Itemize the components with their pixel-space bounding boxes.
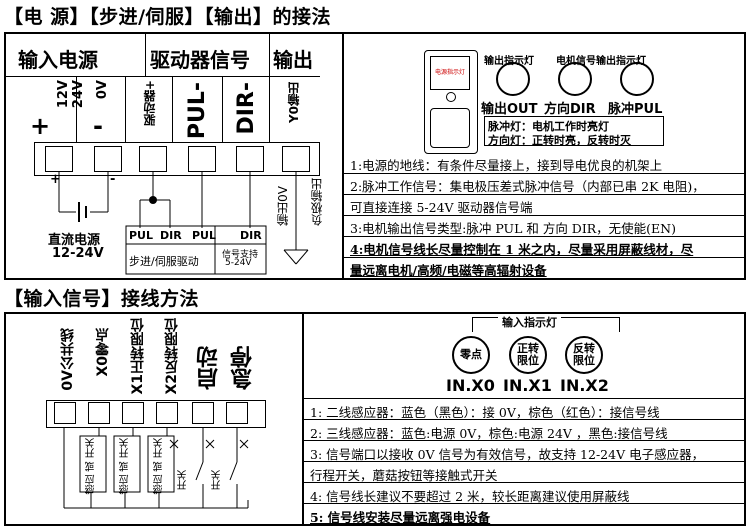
dir-led-icon [558,62,592,96]
dc-minus-sign: - [110,172,116,187]
terminal-x0 [88,402,110,424]
driver-header: 驱动器信号 [150,48,250,72]
pulse-legend: 脉冲灯：电机工作时亮灯 [488,120,609,133]
input-indicator-title: 输入指示灯 [498,314,561,330]
note-1-3: 可直接连接 5-24V 驱动器信号端 [350,200,533,215]
terminal-12-24v [45,146,73,172]
switch-label-start: 开关 [178,470,189,490]
port-x2: IN.X2 [560,376,609,395]
switch-label-estop: 开关 [212,470,223,490]
driver-name: 步进/伺服驱动 [129,255,199,268]
pulse-led-icon [620,62,654,96]
output-led-icon [496,62,530,96]
dc-source-label: 直流电源 [48,233,101,248]
rev-limit-indicator-icon: 反转 限位 [565,336,603,374]
note-2-6: 5: 信号线安装尽量远离强电设备 [310,510,491,525]
dc-source-voltage: 12-24V [52,246,104,261]
info-panel-1 [342,32,746,280]
driver-dir1: DIR [160,229,182,242]
note-1-1: 1:电源的地线：有条件尽量接上，接到导电优良的机架上 [350,158,663,173]
driver-support-1: 信号支持 [222,250,259,260]
notes-1: 1:电源的地线：有条件尽量接上，接到导电优良的机架上 2:脉冲工作信号：集电极压… [344,152,744,278]
note-2-4: 行程开关，蘑菇按钮等接触式开关 [310,468,498,483]
note-2-1: 1: 二线感应器：蓝色（黑色）：接 0V，棕色（红色）：接信号线 [310,405,660,420]
dc-plus-sign: + [50,172,61,187]
terminal-start [192,402,214,424]
section2-title: 【输入信号】接线方法 [4,288,200,310]
terminal-estop [226,402,248,424]
driver-support-2: 5-24V [225,258,252,268]
zero-indicator-icon: 零点 [452,336,490,374]
note-2-5: 4: 信号线长建议不要超过 2 米，较长距离建议使用屏蔽线 [310,489,630,504]
light-legend-box [484,116,664,146]
terminal-strip-2 [46,400,266,428]
driver-pul2: PUL [192,229,217,242]
section1-title: 【电 源】【步进/伺服】【输出】的接法 [4,6,332,28]
notes-2: 1: 二线感应器：蓝色（黑色）：接 0V，棕色（红色）：接信号线 2: 三线感应… [304,398,744,525]
power-indicator-panel [424,50,478,154]
minus-sign: - [93,112,103,140]
sensor-label-x0: 感应 或 开关 [86,438,97,495]
power-indicator-window [430,108,470,148]
port-x1: IN.X1 [503,376,552,395]
wiring-lines-1 [58,172,309,275]
port-x0: IN.X0 [446,376,495,395]
note-2-3: 3: 信号端口以接收 0V 信号为有效信号，故支持 12-24V 电子感应器， [310,447,705,462]
note-1-6: 量远离电机/高频/电磁等高辐射设备 [350,263,547,278]
terminal-pul [188,146,216,172]
sensor-label-x1: 感应 或 开关 [120,438,131,495]
output-header: 输出 [273,48,313,72]
motor-led-title: 电机信号输出指示灯 [556,56,646,67]
note-1-2: 2:脉冲工作信号：集电极压差式脉冲信号（内部已串 2K 电阻)， [350,179,705,194]
driver-dir2: DIR [240,229,262,242]
power-indicator-label: 电源指示灯 [430,56,470,90]
sensor-label-x2: 感应 或 开关 [154,438,165,495]
terminal-0v [94,146,122,172]
note-1-4: 3:电机输出信号类型:脉冲 PUL 和 方向 DIR，无使能(EN) [350,221,676,236]
plus-sign: + [30,112,51,140]
note-2-2: 2: 三线感应器：蓝色:电源 0V，棕色:电源 24V ，黑色:接信号线 [310,426,668,441]
dir-label: 方向DIR [544,102,596,117]
terminal-dir [236,146,264,172]
terminal-strip-1 [34,142,320,176]
terminal-driver-plus [139,146,167,172]
terminal-0v-common [54,402,76,424]
terminal-x2 [156,402,178,424]
fwd-limit-indicator-icon: 正转 限位 [509,336,547,374]
power-header: 输入电源 [18,48,98,72]
note-1-5: 4:电机信号线长尽量控制在 1 米之内，尽量采用屏蔽线材，尽 [350,242,694,257]
out-label: 输出OUT [481,102,538,117]
driver-pul1: PUL [129,229,154,242]
info-panel-2 [302,312,746,526]
output-led-title: 输出指示灯 [484,56,534,67]
terminal-x1 [122,402,144,424]
pulse-label: 脉冲PUL [608,102,663,117]
power-led-icon [446,92,456,102]
dir-legend: 方向灯：正转时亮，反转时灭 [488,134,631,147]
terminal-y0 [282,146,310,172]
